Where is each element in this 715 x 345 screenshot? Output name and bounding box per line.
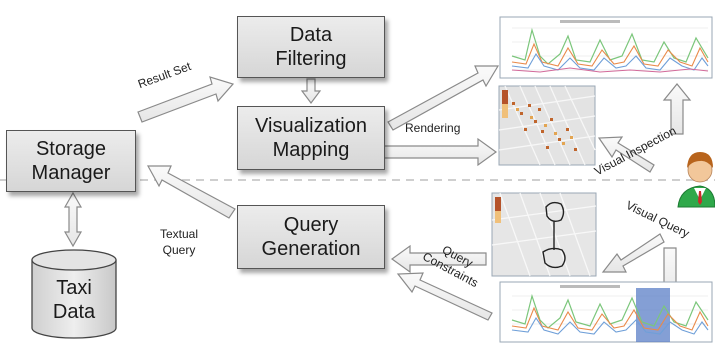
visualization-mapping-box: Visualization Mapping bbox=[237, 106, 385, 170]
query-generation-box: Query Generation bbox=[237, 205, 385, 269]
visualization-mapping-label: Visualization Mapping bbox=[255, 115, 367, 161]
selection-highlight bbox=[636, 288, 670, 342]
storage-manager-box: Storage Manager bbox=[6, 130, 136, 192]
arrow-visual-query-map bbox=[601, 233, 665, 273]
arrow-query-constraints bbox=[396, 272, 493, 321]
taxi-data-label: Taxi Data bbox=[52, 277, 96, 323]
arrow-filter-to-mapping bbox=[300, 78, 322, 104]
data-filtering-label: Data Filtering bbox=[275, 24, 347, 70]
line-chart-thumbnail bbox=[499, 16, 713, 79]
arrow-map-to-query bbox=[390, 244, 487, 274]
query-generation-label: Query Generation bbox=[261, 214, 361, 260]
storage-manager-label: Storage Manager bbox=[31, 138, 111, 184]
taxi-data-cylinder: Taxi Data bbox=[30, 248, 118, 340]
arrow-mapping-to-chart bbox=[387, 65, 500, 131]
arrow-textual-query bbox=[146, 165, 236, 219]
query-map-thumbnail bbox=[491, 192, 597, 277]
arrow-storage-taxi bbox=[63, 191, 83, 248]
query-chart-thumbnail bbox=[499, 281, 713, 343]
arrow-rendering bbox=[383, 137, 498, 167]
rendering-label: Rendering bbox=[405, 121, 461, 135]
data-filtering-box: Data Filtering bbox=[237, 16, 385, 78]
rendered-map-thumbnail bbox=[498, 85, 596, 166]
arrow-inspect-chart bbox=[662, 83, 692, 135]
user-icon bbox=[677, 152, 715, 208]
arrow-result-set bbox=[137, 76, 235, 123]
arrow-inspect-map bbox=[597, 136, 655, 173]
cylinder-shape bbox=[31, 249, 117, 339]
textual-query-label: Textual Query bbox=[160, 227, 199, 257]
